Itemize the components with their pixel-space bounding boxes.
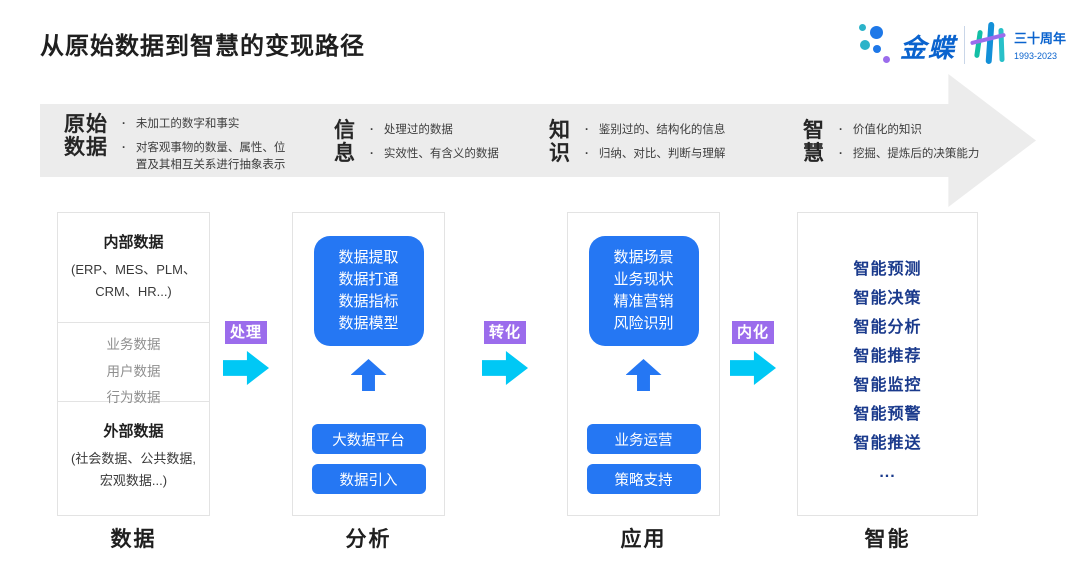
anniversary-text-block: 三十周年 1993-2023 <box>1014 28 1066 61</box>
strategy-support-button: 策略支持 <box>586 464 701 494</box>
intelligence-item: 智能推荐 <box>853 348 922 365</box>
stage-raw-data: 原始 数据 未加工的数字和事实 对客观事物的数量、属性、位置及其相互关系进行抽象… <box>64 113 294 181</box>
kingdee-logo: 金蝶 三十周年 1993-2023 <box>846 16 1066 72</box>
connector-transform: 转化 <box>475 321 535 385</box>
application-card-line: 数据场景 <box>613 249 674 266</box>
application-column-box: 数据场景 业务现状 精准营销 风险识别 业务运营 策略支持 <box>567 212 720 516</box>
bullet-item: 鉴别过的、结构化的信息 <box>585 122 726 139</box>
logo-divider <box>964 26 965 64</box>
stage-label: 智 慧 <box>803 119 825 165</box>
stage-bullets: 价值化的知识 挖掘、提炼后的决策能力 <box>839 119 980 170</box>
thirty-anniversary-mark-icon <box>970 20 1008 68</box>
internalize-badge: 内化 <box>731 321 774 344</box>
bullet-item: 价值化的知识 <box>839 122 979 139</box>
application-card: 数据场景 业务现状 精准营销 风险识别 <box>588 236 699 346</box>
external-data-detail: 宏观数据...) <box>99 473 168 488</box>
stage-knowledge: 知 识 鉴别过的、结构化的信息 归纳、对比、判断与理解 <box>549 119 725 170</box>
logo-dot-icon <box>873 45 881 53</box>
up-arrow-icon <box>625 359 662 391</box>
logo-dot-icon <box>883 56 890 63</box>
analysis-card-line: 数据指标 <box>338 293 399 310</box>
right-arrow-icon <box>482 351 528 385</box>
intelligence-item: 智能分析 <box>853 319 922 336</box>
analysis-column-box: 数据提取 数据打通 数据指标 数据模型 大数据平台 数据引入 <box>292 212 445 516</box>
bullet-item: 处理过的数据 <box>370 122 499 139</box>
application-card-line: 精准营销 <box>613 293 674 310</box>
stage-wisdom: 智 慧 价值化的知识 挖掘、提炼后的决策能力 <box>803 119 979 170</box>
right-arrow-icon <box>223 351 269 385</box>
stage-information: 信 息 处理过的数据 实效性、有含义的数据 <box>334 119 499 170</box>
intelligence-list: 智能预测 智能决策 智能分析 智能推荐 智能监控 智能预警 智能推送 ... <box>798 213 977 487</box>
internal-data-detail: CRM、HR...) <box>95 284 172 299</box>
intelligence-item: 智能预测 <box>853 261 922 278</box>
data-import-button: 数据引入 <box>311 464 426 494</box>
intelligence-column-label: 智能 <box>864 528 911 551</box>
application-card-line: 风险识别 <box>613 315 674 332</box>
stage-label: 原始 数据 <box>64 113 108 159</box>
up-arrow-icon <box>350 359 387 391</box>
application-column-label: 应用 <box>620 528 667 551</box>
connector-process: 处理 <box>216 321 276 385</box>
stage-bullets: 鉴别过的、结构化的信息 归纳、对比、判断与理解 <box>585 119 726 170</box>
right-arrow-icon <box>730 351 776 385</box>
application-card-line: 业务现状 <box>613 271 674 288</box>
stage-bullets: 未加工的数字和事实 对客观事物的数量、属性、位置及其相互关系进行抽象表示 <box>122 113 294 181</box>
big-data-platform-button: 大数据平台 <box>311 424 426 454</box>
process-badge: 处理 <box>224 321 267 344</box>
intelligence-item: 智能决策 <box>853 290 922 307</box>
anniversary-label: 三十周年 <box>1014 31 1067 46</box>
data-type-item: 行为数据 <box>106 390 161 405</box>
intelligence-column-box: 智能预测 智能决策 智能分析 智能推荐 智能监控 智能预警 智能推送 ... <box>797 212 978 516</box>
brand-name: 金蝶 <box>900 33 957 63</box>
bullet-item: 未加工的数字和事实 <box>122 116 294 133</box>
bullet-item: 挖掘、提炼后的决策能力 <box>839 146 980 163</box>
stage-bullets: 处理过的数据 实效性、有含义的数据 <box>370 119 499 170</box>
data-types-section: 业务数据 用户数据 行为数据 <box>58 323 209 405</box>
page-title: 从原始数据到智慧的变现路径 <box>40 33 365 60</box>
bullet-item: 对客观事物的数量、属性、位置及其相互关系进行抽象表示 <box>122 140 294 174</box>
connector-internalize: 内化 <box>723 321 783 385</box>
analysis-card-line: 数据打通 <box>338 271 399 288</box>
intelligence-item: 智能推送 <box>853 435 922 452</box>
business-operation-button: 业务运营 <box>586 424 701 454</box>
internal-data-detail: (ERP、MES、PLM、 <box>71 262 196 277</box>
analysis-card-line: 数据模型 <box>338 315 399 332</box>
intelligence-item: 智能监控 <box>853 377 922 394</box>
logo-dot-icon <box>859 24 866 31</box>
data-type-item: 用户数据 <box>106 363 161 379</box>
analysis-column-label: 分析 <box>345 528 392 551</box>
internal-data-section: 内部数据 (ERP、MES、PLM、 CRM、HR...) <box>58 213 209 323</box>
data-column-label: 数据 <box>110 528 157 551</box>
stage-label: 信 息 <box>334 119 356 165</box>
external-data-detail: (社会数据、公共数据, <box>71 451 196 466</box>
anniversary-years: 1993-2023 <box>1014 51 1058 61</box>
data-type-item: 业务数据 <box>106 337 161 352</box>
data-column-box: 内部数据 (ERP、MES、PLM、 CRM、HR...) 业务数据 用户数据 … <box>57 212 210 516</box>
logo-dot-icon <box>870 26 883 39</box>
stage-label: 知 识 <box>549 119 571 165</box>
bullet-item: 实效性、有含义的数据 <box>370 146 499 163</box>
logo-dot-icon <box>860 40 870 50</box>
transform-badge: 转化 <box>483 321 526 344</box>
intelligence-ellipsis: ... <box>879 464 896 481</box>
internal-data-title: 内部数据 <box>103 234 164 251</box>
analysis-card-line: 数据提取 <box>338 249 399 266</box>
external-data-title: 外部数据 <box>103 423 164 440</box>
bullet-item: 归纳、对比、判断与理解 <box>585 146 726 163</box>
external-data-section: 外部数据 (社会数据、公共数据, 宏观数据...) <box>58 402 209 492</box>
analysis-card: 数据提取 数据打通 数据指标 数据模型 <box>313 236 424 346</box>
intelligence-item: 智能预警 <box>853 406 922 423</box>
